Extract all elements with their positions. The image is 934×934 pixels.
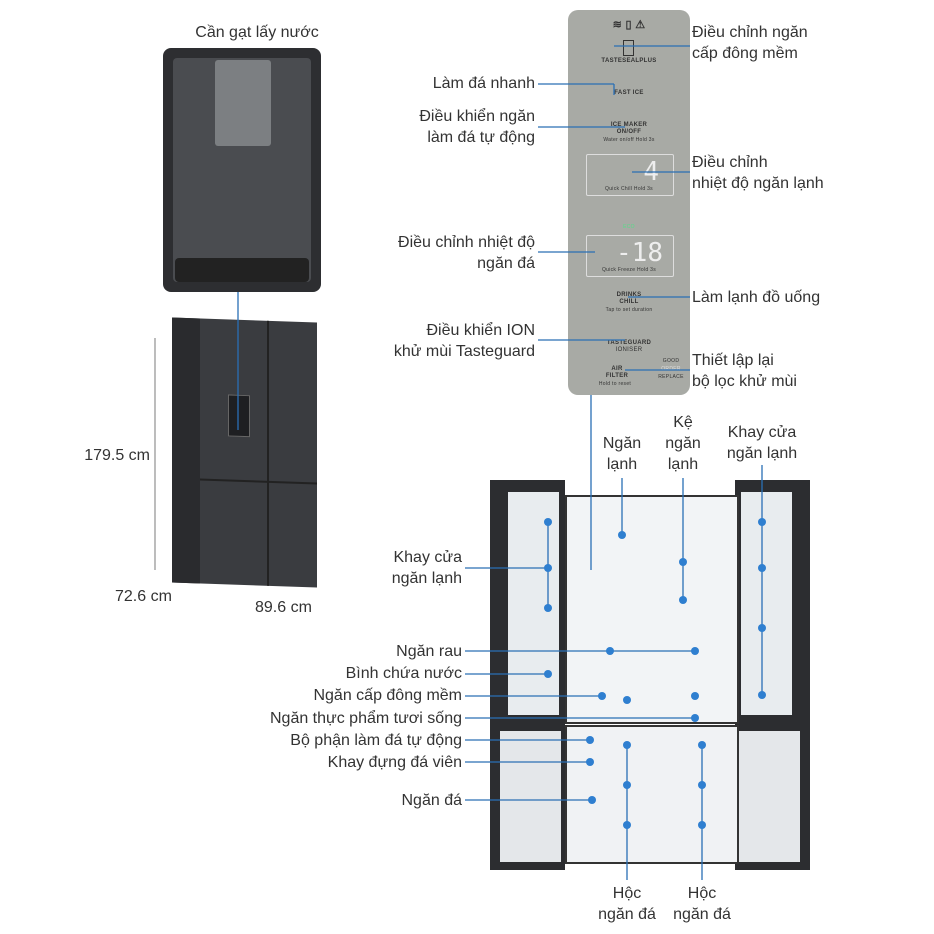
eco-indicator: ECO (623, 224, 635, 230)
filter-good: GOOD (662, 358, 680, 364)
quick-chill-hint: Quick Chill Hold 3s (605, 186, 653, 192)
width-dimension: 89.6 cm (255, 599, 312, 616)
label-crisper: Ngăn rau (396, 643, 462, 660)
filter-replace: REPLACE (658, 374, 684, 380)
quick-freeze-hint: Quick Freeze Hold 3s (601, 267, 657, 273)
depth-dimension: 72.6 cm (115, 588, 172, 605)
drinks-chill-button[interactable]: DRINKS (616, 292, 642, 298)
filter-order: ORDER (661, 366, 681, 372)
soft-freeze-button[interactable] (623, 40, 634, 56)
chill-label: CHILL (619, 299, 639, 305)
dispenser-lever (215, 60, 271, 146)
fast-ice-button[interactable]: FAST ICE (614, 90, 644, 96)
filter-label: FILTER (605, 373, 629, 379)
freezer-temp-display[interactable]: -18 (586, 235, 674, 277)
label-soft-freeze: Ngăn cấp đông mềm (313, 687, 462, 704)
status-icons: ≋ ▯ ⚠ (612, 19, 646, 31)
label-ice-tray: Khay đựng đá viên (327, 754, 462, 771)
label-fresh-food: Ngăn thực phẩm tươi sống (269, 710, 462, 727)
tasteguard-button[interactable]: TASTEGUARD (606, 340, 652, 346)
dispenser-title: Cần gạt lấy nước (195, 24, 319, 41)
label-water-tank: Bình chứa nước (345, 665, 462, 682)
label-ice-maker: Bộ phận làm đá tự động (290, 732, 462, 749)
ice-maker-onoff: ON/OFF (616, 129, 642, 135)
ice-maker-hint: Water on/off Hold 3s (603, 137, 655, 143)
height-dimension: 179.5 cm (84, 447, 150, 464)
callout-dots (544, 518, 766, 829)
control-panel: ≋ ▯ ⚠ TASTESEALPLUS FAST ICE ICE MAKER O… (568, 10, 690, 395)
label-freezer: Ngăn đá (401, 792, 463, 809)
filter-hint: Hold to reset (598, 381, 632, 387)
freezer-temp-value: -18 (616, 238, 663, 268)
callout-drinks-chill: Làm lạnh đồ uống (692, 289, 821, 306)
dispenser-image (163, 48, 321, 292)
open-fridge-image (490, 480, 810, 880)
tasteseal-label: TASTESEALPLUS (601, 58, 657, 64)
drinks-hint: Tap to set duration (605, 307, 653, 313)
ice-maker-label[interactable]: ICE MAKER (610, 122, 648, 128)
ioniser-label: IONISER (615, 347, 643, 353)
air-filter-button[interactable]: AIR (611, 366, 623, 372)
callout-fast-ice: Làm đá nhanh (432, 75, 535, 92)
